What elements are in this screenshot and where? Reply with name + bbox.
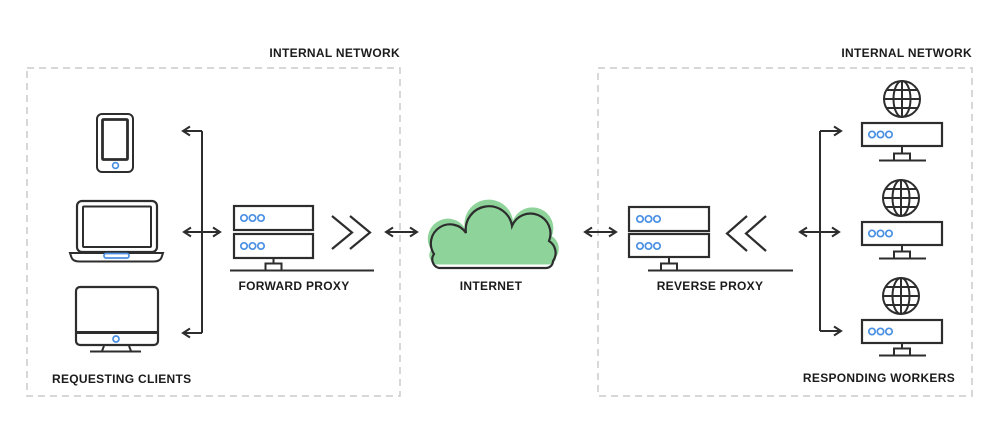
internet-label: INTERNET	[460, 279, 523, 293]
right-internal-network-label: INTERNAL NETWORK	[841, 46, 972, 60]
responding-workers-label: RESPONDING WORKERS	[803, 371, 955, 385]
double-chevron-right-icon	[331, 215, 372, 250]
reverse-proxy-label: REVERSE PROXY	[657, 279, 764, 293]
worker-bus-connector	[798, 125, 843, 337]
web-server-icon	[860, 80, 944, 162]
laptop-icon	[68, 199, 165, 263]
requesting-clients-label: REQUESTING CLIENTS	[52, 372, 191, 386]
left-internal-network-box	[26, 67, 401, 397]
web-server-icon	[860, 179, 944, 260]
reverse-proxy-server-icon	[627, 205, 793, 272]
web-server-icon	[860, 277, 944, 357]
left-internal-network-label: INTERNAL NETWORK	[269, 46, 400, 60]
forward-proxy-label: FORWARD PROXY	[238, 279, 349, 293]
cloud-icon	[427, 199, 559, 270]
smartphone-icon	[96, 113, 134, 173]
client-bus-connector	[181, 125, 222, 339]
forward-proxy-server-icon	[230, 204, 374, 272]
desktop-icon	[74, 285, 160, 353]
double-chevron-left-icon	[725, 215, 767, 252]
